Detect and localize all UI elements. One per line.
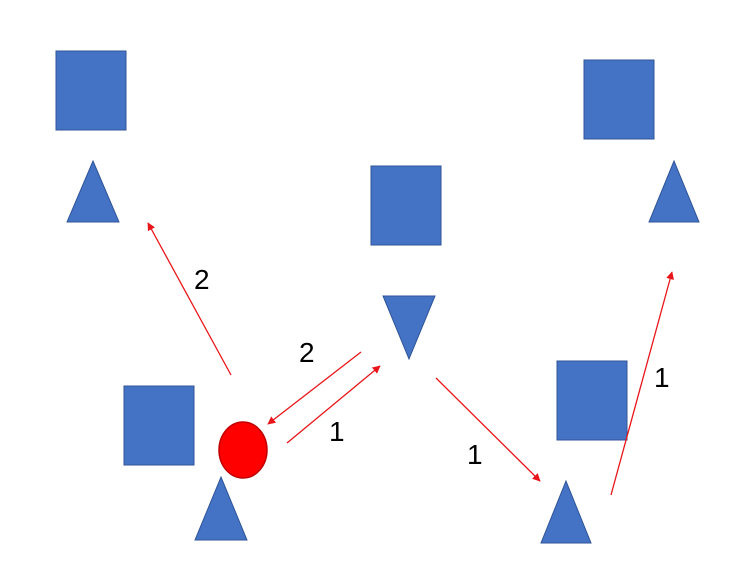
square-top-right bbox=[583, 59, 655, 140]
arrow-down-right bbox=[435, 377, 541, 482]
square-center bbox=[370, 165, 442, 246]
triangle-down-center bbox=[382, 295, 436, 361]
square-bottom-left bbox=[123, 385, 195, 466]
label-arrow-up-right: 1 bbox=[654, 362, 670, 393]
arrow-up-left bbox=[147, 222, 232, 376]
triangle-up-bottom-left bbox=[194, 475, 248, 541]
arrow-mid-forward bbox=[286, 365, 381, 444]
triangle-up-bottom-right bbox=[540, 479, 592, 544]
arrow-up-right bbox=[610, 271, 674, 496]
red-circle bbox=[218, 421, 268, 479]
label-arrow-down-right: 1 bbox=[467, 439, 483, 470]
square-bottom-right bbox=[556, 360, 628, 441]
triangle-up-top-right bbox=[648, 159, 700, 223]
label-arrow-up-left: 2 bbox=[194, 264, 210, 295]
square-top-left bbox=[55, 50, 127, 131]
label-arrow-mid-back: 2 bbox=[299, 337, 315, 368]
triangle-up-top-left bbox=[66, 159, 120, 223]
label-arrow-mid-forward: 1 bbox=[329, 416, 345, 447]
arrow-mid-back bbox=[267, 351, 362, 425]
